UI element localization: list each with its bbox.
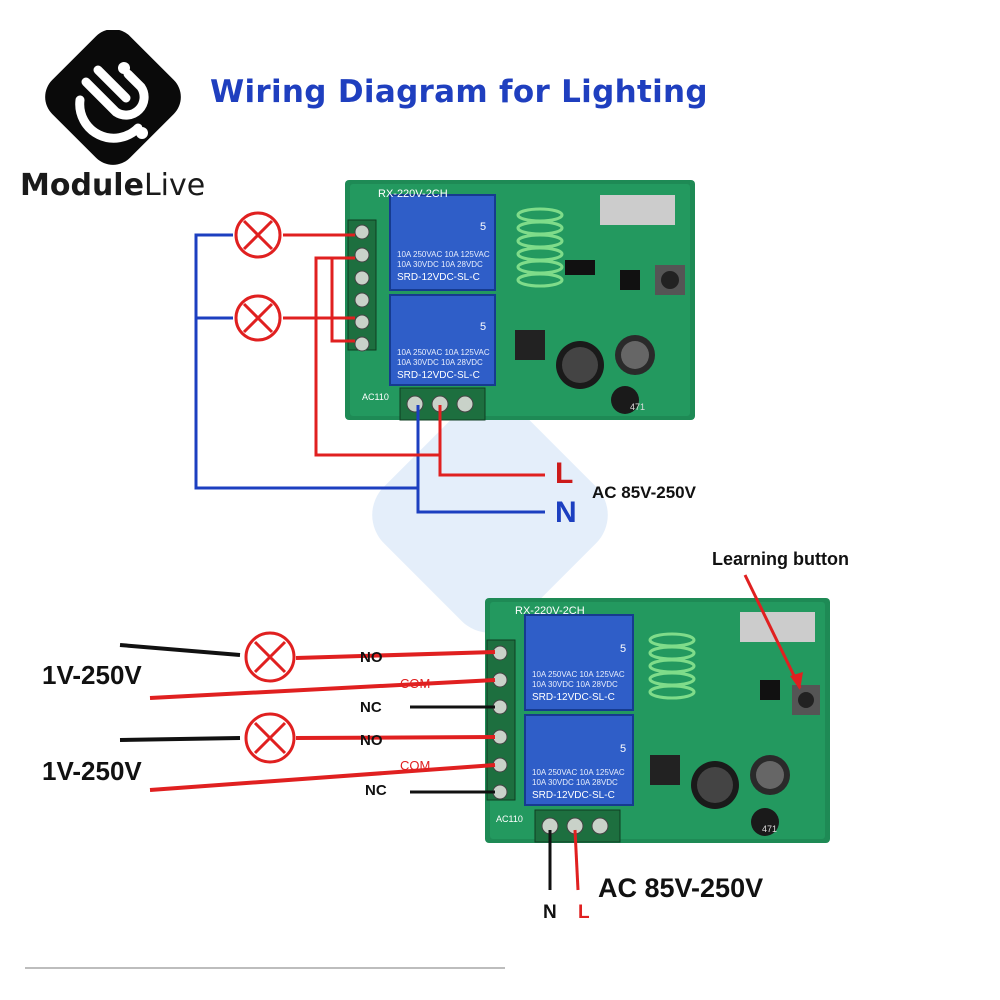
top-lamp-1-icon [234, 211, 282, 259]
bottom-voltage-label: AC 85V-250V [598, 873, 763, 903]
top-board-label: RX-220V-2CH [378, 188, 448, 200]
bottom-terminal-label: AC110 [496, 814, 523, 824]
bottom-relay1-number: 5 [620, 643, 626, 655]
top-voltage-label: AC 85V-250V [592, 483, 697, 502]
bottom-relay2-line2: 10A 30VDC 10A 28VDC [532, 778, 618, 787]
bottom-relay1-line2: 10A 30VDC 10A 28VDC [532, 680, 618, 689]
learning-button-label: Learning button [712, 549, 849, 569]
bottom-lamp-2-icon [244, 712, 296, 764]
bottom-relay2-line3: SRD-12VDC-SL-C [532, 790, 615, 801]
top-terminal-label: AC110 [362, 392, 389, 402]
load2-voltage: 1V-250V [42, 756, 142, 786]
terminal-com-1: COM [400, 676, 430, 691]
terminal-no-1: NO [360, 649, 383, 666]
top-relay1-line2: 10A 30VDC 10A 28VDC [397, 260, 483, 269]
top-relay2-line2: 10A 30VDC 10A 28VDC [397, 358, 483, 367]
top-relay2-number: 5 [480, 321, 486, 333]
top-neutral-label: N [555, 496, 577, 529]
top-relay-board [345, 180, 695, 421]
bottom-relay1-line1: 10A 250VAC 10A 125VAC [532, 670, 625, 679]
bottom-relay1-line3: SRD-12VDC-SL-C [532, 692, 615, 703]
bottom-relay2-number: 5 [620, 743, 626, 755]
bottom-neutral-label: N [543, 902, 557, 923]
modulelive-logo-icon [45, 30, 181, 165]
top-relay1-number: 5 [480, 221, 486, 233]
terminal-nc-2: NC [365, 782, 387, 799]
top-lamp-2-icon [234, 294, 282, 342]
terminal-no-2: NO [360, 732, 383, 749]
page-title: Wiring Diagram for Lighting [210, 74, 708, 110]
bottom-board-label: RX-220V-2CH [515, 605, 585, 617]
brand-name: ModuleLive [20, 168, 206, 203]
terminal-nc-1: NC [360, 699, 382, 716]
top-cap-label: 471 [630, 402, 645, 412]
top-relay2-line1: 10A 250VAC 10A 125VAC [397, 348, 490, 357]
bottom-line-label: L [578, 902, 590, 923]
top-line-label: L [555, 457, 573, 490]
bottom-relay-board [485, 598, 830, 843]
bottom-lamp-1-icon [244, 631, 296, 683]
top-relay2-line3: SRD-12VDC-SL-C [397, 370, 480, 381]
top-relay1-line1: 10A 250VAC 10A 125VAC [397, 250, 490, 259]
load1-voltage: 1V-250V [42, 660, 142, 690]
bottom-relay2-line1: 10A 250VAC 10A 125VAC [532, 768, 625, 777]
bottom-cap-label: 471 [762, 824, 777, 834]
terminal-com-2: COM [400, 758, 430, 773]
top-relay1-line3: SRD-12VDC-SL-C [397, 272, 480, 283]
